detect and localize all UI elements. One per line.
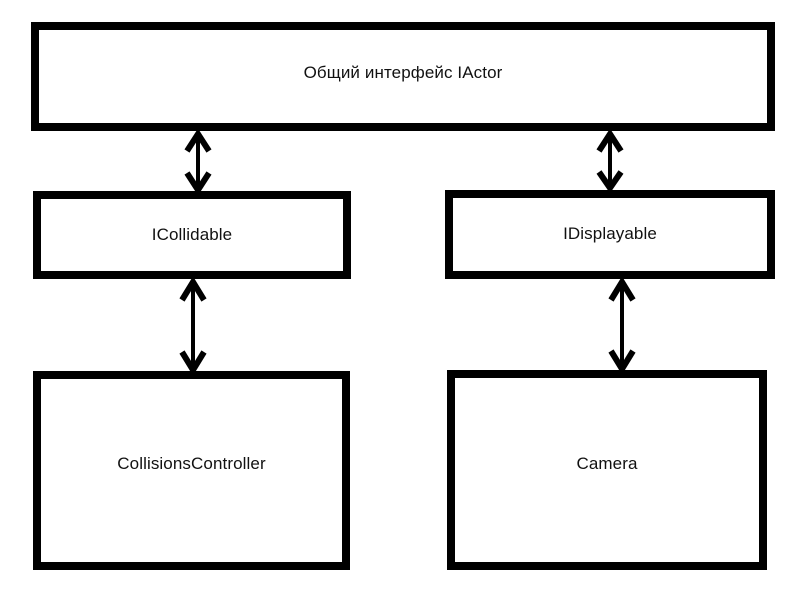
connector-icollidable-collisionscontroller <box>179 276 207 376</box>
connector-iactor-icollidable <box>184 128 212 196</box>
node-collisionscontroller[interactable]: CollisionsController <box>33 371 350 570</box>
node-collisionscontroller-label: CollisionsController <box>117 454 266 474</box>
node-icollidable-label: ICollidable <box>151 224 233 244</box>
node-icollidable[interactable]: ICollidable <box>33 191 351 279</box>
node-camera-label: Camera <box>576 453 638 473</box>
node-iactor-label: Общий интерфейс IActor <box>303 63 503 83</box>
node-idisplayable[interactable]: IDisplayable <box>445 190 775 279</box>
connector-idisplayable-camera <box>608 276 636 375</box>
node-camera[interactable]: Camera <box>447 370 767 570</box>
node-iactor[interactable]: Общий интерфейс IActor <box>31 22 775 131</box>
node-idisplayable-label: IDisplayable <box>563 224 657 244</box>
connector-iactor-idisplayable <box>596 128 624 194</box>
